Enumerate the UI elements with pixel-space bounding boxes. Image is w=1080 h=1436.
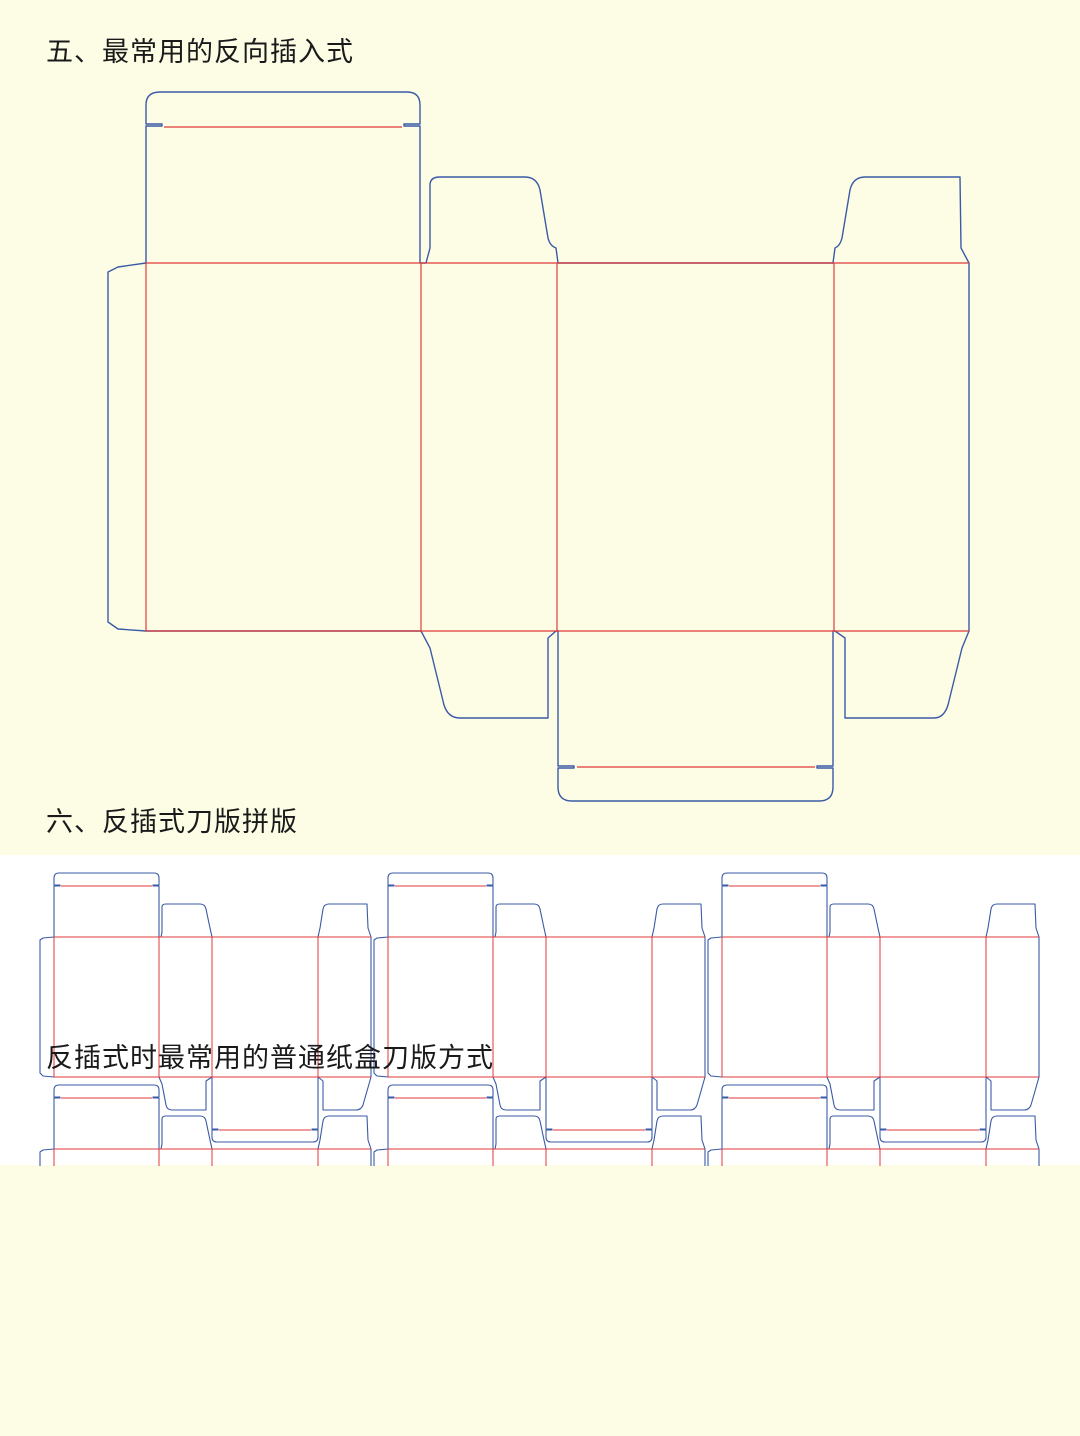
box-3 [707,872,1040,1143]
dieline-crease-lines [145,126,969,768]
imposition-layout [39,872,1040,1166]
imposition-row-1 [39,872,1040,1143]
reverse-tuck-dieline [107,91,970,802]
box-1 [39,872,372,1143]
bottom-caption: 反插式时最常用的普通纸盒刀版方式 [46,1043,494,1074]
section-five-title: 五、最常用的反向插入式 [46,37,354,68]
imposition-panel [0,855,1080,1165]
dieline-cut-outline [107,91,970,802]
box-2 [373,872,706,1143]
caption-band [0,1166,1080,1436]
section-six-title: 六、反插式刀版拼版 [46,807,298,838]
